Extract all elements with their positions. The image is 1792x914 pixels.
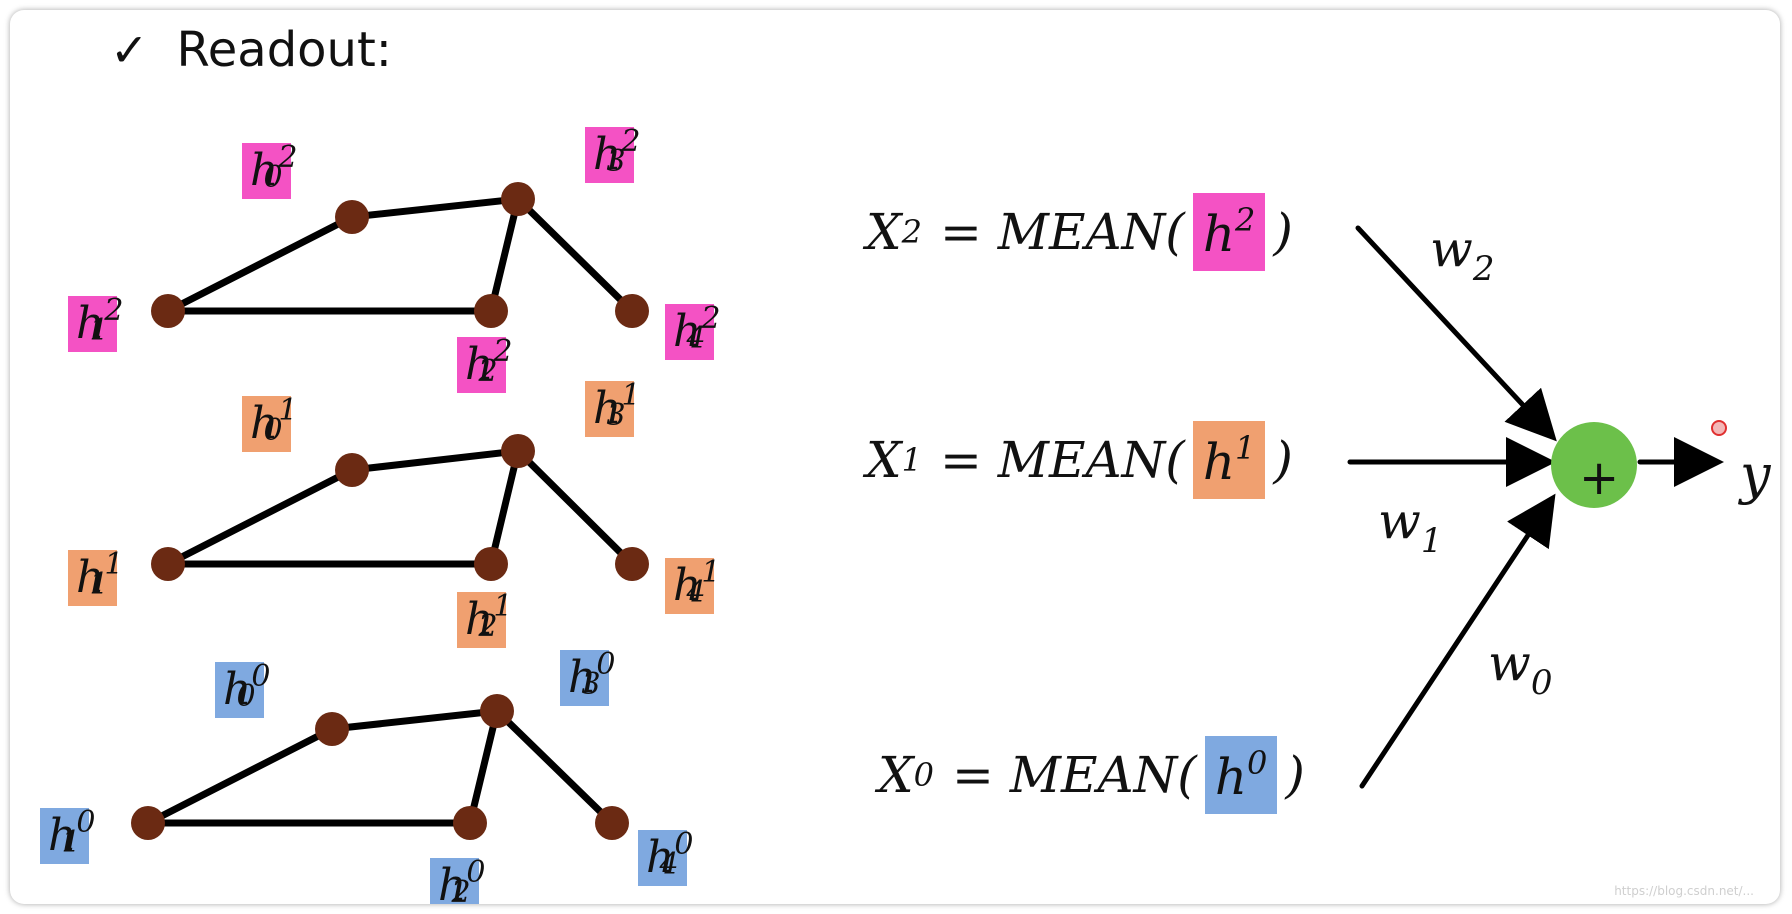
slide-title: ✓ Readout: xyxy=(110,22,392,78)
label-h2-4: h24 xyxy=(665,304,720,360)
label-h2-2: h22 xyxy=(457,337,512,393)
weight-w0: w0 xyxy=(1488,634,1553,703)
node-l1-2 xyxy=(474,547,508,581)
node-l1-3 xyxy=(501,434,535,468)
node-l0-4 xyxy=(595,806,629,840)
edge-l2-0-3 xyxy=(348,195,522,221)
edge-l1-1-0 xyxy=(164,466,356,568)
label-h1-3: h13 xyxy=(585,381,640,437)
label-h0-0: h00 xyxy=(215,662,270,718)
watermark: https://blog.csdn.net/... xyxy=(1614,884,1754,898)
mean-h2-box: h2 xyxy=(1192,193,1266,271)
label-h0-1: h01 xyxy=(40,808,95,864)
slide-frame: ✓ Readout: h20 h21 h22 h23 h24 h10 h11 h12 h13 h1… xyxy=(10,10,1780,904)
weight-w2: w2 xyxy=(1430,220,1495,289)
edge-l2-1-0 xyxy=(164,213,356,315)
output-y: y xyxy=(1740,443,1771,506)
graph-diagram xyxy=(131,182,1727,840)
label-h2-0: h20 xyxy=(242,143,297,199)
graph-edges xyxy=(144,195,636,827)
edge-l0-3-4 xyxy=(493,707,616,827)
edge-l0-2-3 xyxy=(466,707,501,827)
edge-l0-0-3 xyxy=(328,707,501,733)
node-l1-4 xyxy=(615,547,649,581)
node-l2-1 xyxy=(151,294,185,328)
node-l2-2 xyxy=(474,294,508,328)
edge-l0-1-0 xyxy=(144,725,336,827)
edge-l1-2-3 xyxy=(487,447,522,568)
node-l0-2 xyxy=(453,806,487,840)
sum-node xyxy=(1551,422,1637,508)
laser-pointer-dot xyxy=(1711,420,1727,436)
edge-l2-3-4 xyxy=(514,195,636,315)
label-h1-4: h14 xyxy=(665,558,720,614)
node-l1-0 xyxy=(335,453,369,487)
label-h0-4: h04 xyxy=(638,830,693,886)
edge-l2-2-3 xyxy=(487,195,522,315)
title-text: Readout: xyxy=(176,22,392,78)
mean-h0-box: h0 xyxy=(1204,736,1278,814)
arrow-x2-to-sum xyxy=(1355,225,1557,442)
weight-w1: w1 xyxy=(1378,492,1443,561)
node-l0-1 xyxy=(131,806,165,840)
label-h0-2: h02 xyxy=(430,858,485,904)
readout-arrows xyxy=(1347,225,1727,789)
label-h2-3: h23 xyxy=(585,127,640,183)
node-l2-3 xyxy=(501,182,535,216)
label-h1-2: h12 xyxy=(457,592,512,648)
edge-l1-0-3 xyxy=(348,447,522,474)
sum-symbol: + xyxy=(1579,450,1620,506)
node-l1-1 xyxy=(151,547,185,581)
node-l0-0 xyxy=(315,712,349,746)
check-icon: ✓ xyxy=(110,23,149,77)
label-h2-1: h21 xyxy=(68,296,123,352)
mean-h1-box: h1 xyxy=(1192,421,1266,499)
node-l2-0 xyxy=(335,200,369,234)
node-l2-4 xyxy=(615,294,649,328)
label-h1-0: h10 xyxy=(242,396,297,452)
label-h0-3: h03 xyxy=(560,650,615,706)
graph-nodes xyxy=(131,182,649,840)
edge-l1-3-4 xyxy=(514,447,636,568)
label-h1-1: h11 xyxy=(68,550,123,606)
node-l0-3 xyxy=(480,694,514,728)
arrow-x0-to-sum xyxy=(1359,493,1556,789)
